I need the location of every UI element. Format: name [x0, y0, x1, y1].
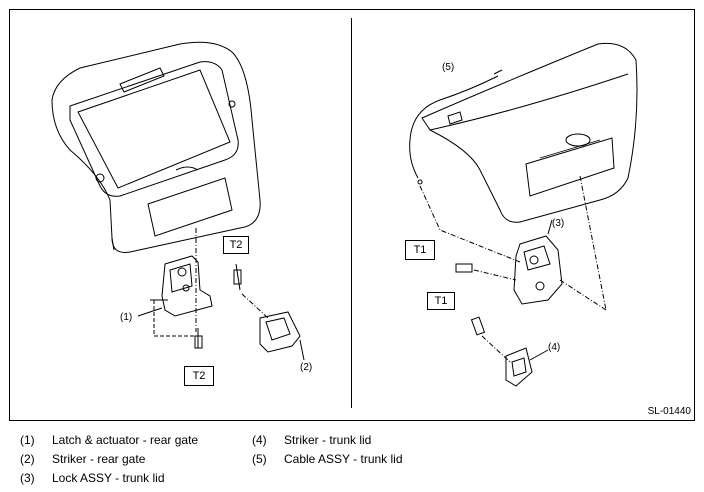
- trunk-cable-drawing: [409, 69, 521, 263]
- trunk-lid-drawing: [421, 42, 638, 223]
- diagram-frame: [9, 9, 695, 421]
- torque-box-left-bottom: T2: [184, 366, 214, 386]
- panel-divider: [351, 18, 352, 408]
- callout-4: (4): [548, 342, 561, 353]
- callout-3: (3): [552, 218, 565, 229]
- torque-box-left-top: T2: [223, 236, 249, 254]
- rear-gate-latch-drawing: [137, 228, 213, 349]
- trunk-lock-drawing: [455, 175, 607, 311]
- trunk-striker-drawing: [470, 316, 549, 387]
- torque-box-right-top: T1: [405, 240, 435, 260]
- torque-box-right-bottom: T1: [427, 292, 455, 310]
- callout-5: (5): [442, 62, 455, 73]
- rear-gate-striker-drawing: [233, 263, 305, 361]
- callout-2: (2): [300, 362, 313, 373]
- rear-gate-drawing: [51, 41, 261, 253]
- figure-code: SL-01440: [647, 406, 691, 417]
- callout-1: (1): [120, 312, 133, 323]
